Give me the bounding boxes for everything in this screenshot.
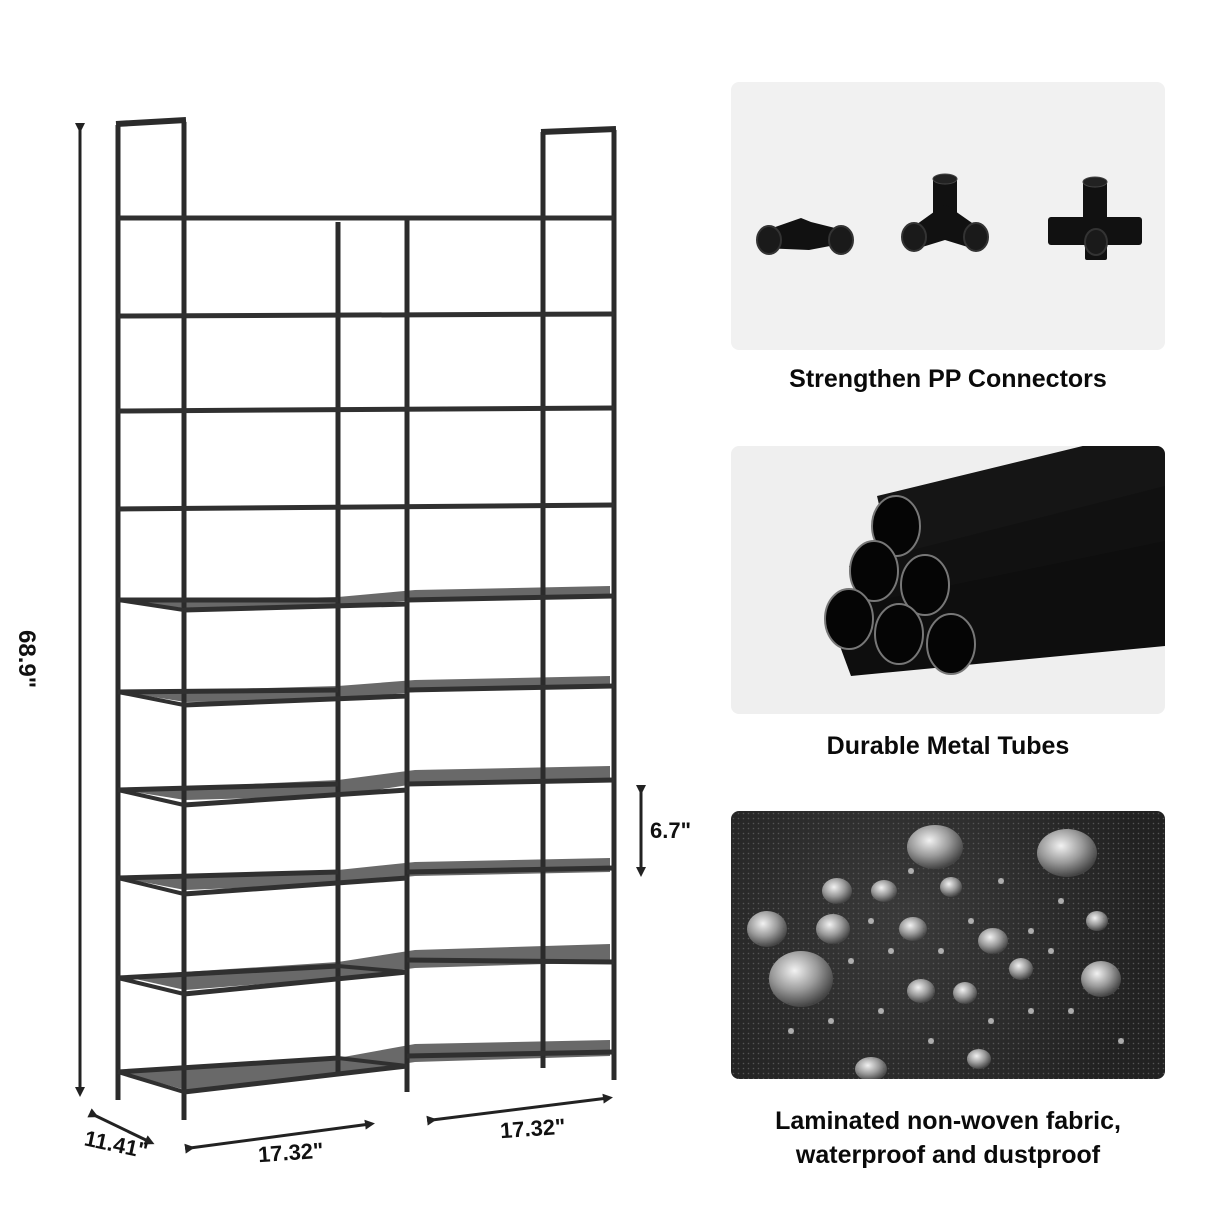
three-way-connector-icon xyxy=(901,173,989,252)
fabric-photo xyxy=(731,811,1165,1079)
side-rails xyxy=(117,598,408,1094)
fabric-caption-line1: Laminated non-woven fabric, xyxy=(775,1107,1121,1135)
fabric-caption-line2: waterproof and dustproof xyxy=(795,1141,1101,1169)
dimension-arrows xyxy=(75,123,646,1154)
tier-spacing-label: 6.7" xyxy=(650,818,692,843)
height-label: 68.9" xyxy=(13,630,40,689)
metal-tubes-icon xyxy=(824,446,1165,676)
width-right-label: 17.32" xyxy=(499,1113,567,1144)
elbow-connector-icon xyxy=(756,218,854,255)
tubes-caption: Durable Metal Tubes xyxy=(826,732,1070,760)
connectors-photo xyxy=(731,82,1165,350)
shoe-rack-illustration: 68.9" 6.7" 11.41" 17.32" 17.32" xyxy=(13,117,692,1168)
width-left-label: 17.32" xyxy=(257,1137,325,1168)
small-droplets xyxy=(788,868,1124,1044)
tubes-photo xyxy=(731,446,1165,714)
width-right-arrow xyxy=(426,1093,613,1126)
four-way-connector-icon xyxy=(1048,176,1142,260)
top-handles xyxy=(115,117,617,135)
depth-arrow xyxy=(87,1108,155,1145)
width-left-arrow xyxy=(184,1119,375,1154)
water-droplets-icon xyxy=(747,825,1121,1079)
frame-posts xyxy=(115,122,617,1120)
connectors-caption: Strengthen PP Connectors xyxy=(789,365,1107,393)
shoe-rack-drawing xyxy=(75,117,646,1154)
frame-rails xyxy=(117,215,615,1095)
shelves xyxy=(122,586,610,1090)
